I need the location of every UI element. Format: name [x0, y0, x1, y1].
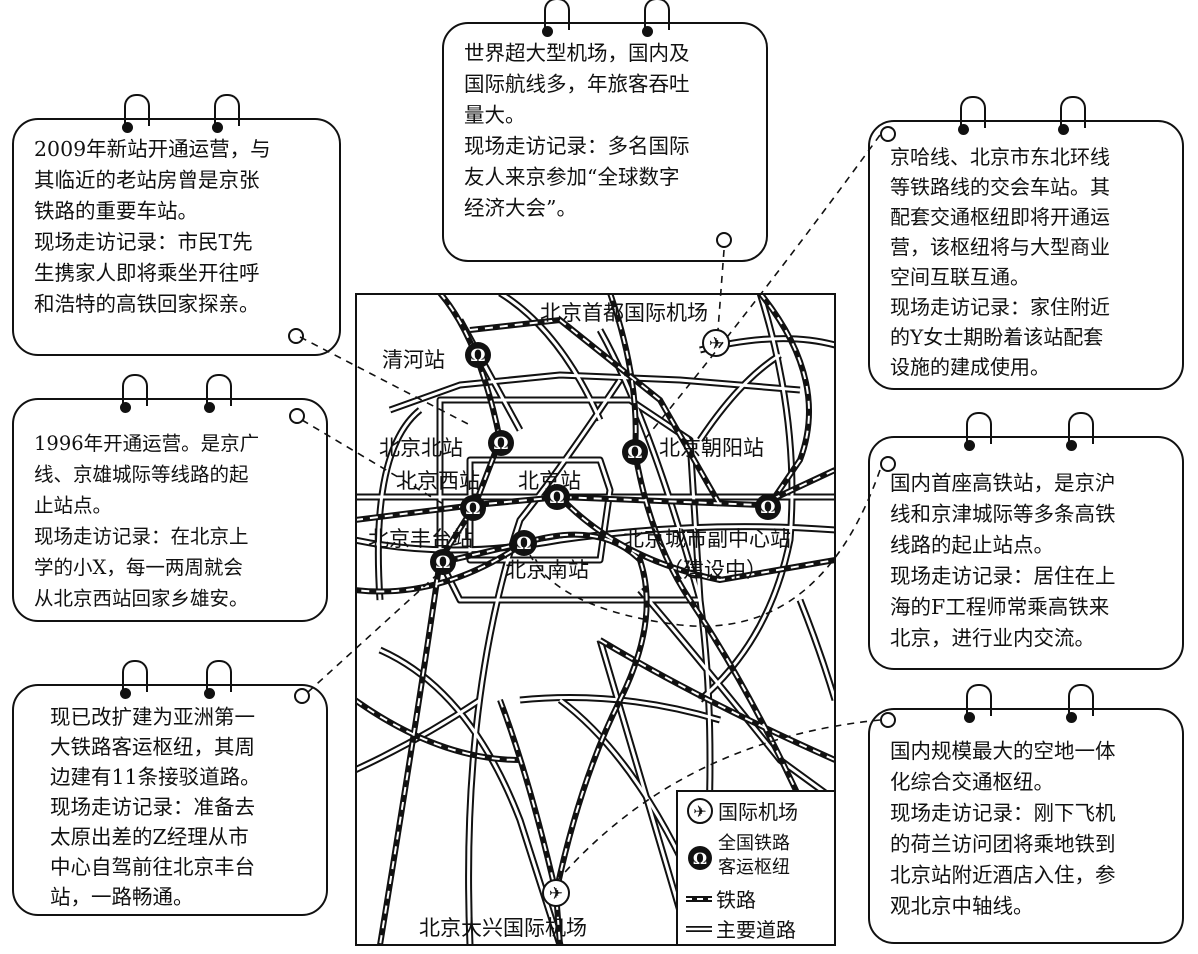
ring-dot-icon	[642, 26, 653, 37]
ring-dot-icon	[964, 712, 975, 723]
legend-road: 主要道路	[686, 914, 796, 943]
railway-line-icon	[686, 895, 712, 902]
hole-icon	[288, 328, 304, 344]
svg-text:✈: ✈	[709, 334, 723, 354]
road-line-icon	[686, 925, 712, 932]
label-subcenter-note: （建设中）	[662, 558, 767, 582]
airplane-icon: ✈	[687, 797, 713, 824]
ring-dot-icon	[1066, 440, 1077, 451]
note-text: 京哈线、北京市东北环线 等铁路线的交会车站。其 配套交通枢纽即将开通运 营，该枢…	[890, 145, 1110, 379]
svg-text:Ω: Ω	[470, 346, 485, 366]
svg-text:Ω: Ω	[627, 443, 642, 463]
svg-text:✈: ✈	[549, 884, 563, 904]
hole-icon	[294, 688, 310, 704]
label-daxing: 北京大兴国际机场	[419, 916, 587, 940]
note-text: 国内首座高铁站，是京沪 线和京津城际等多条高铁 线路的起止站点。 现场走访记录：…	[890, 471, 1116, 650]
note-text: 现已改扩建为亚洲第一 大铁路客运枢纽，其周 边建有11条接驳道路。 现场走访记录…	[50, 705, 261, 909]
ring-dot-icon	[204, 688, 215, 699]
label-beijingxi: 北京西站	[396, 469, 480, 493]
note-beijingnan-station: 国内首座高铁站，是京沪 线和京津城际等多条高铁 线路的起止站点。 现场走访记录：…	[868, 412, 1184, 670]
label-chaoyang: 北京朝阳站	[659, 436, 764, 460]
ring-dot-icon	[1066, 712, 1077, 723]
legend-airport: ✈ 国际机场	[686, 796, 798, 825]
ring-dot-icon	[1058, 124, 1069, 135]
label-capital-airport: 北京首都国际机场	[540, 301, 708, 325]
airplane-icon-daxing: ✈	[542, 879, 570, 907]
svg-text:Ω: Ω	[493, 434, 508, 454]
ring-dot-icon	[120, 402, 131, 413]
ring-dot-icon	[212, 122, 223, 133]
ring-dot-icon	[542, 26, 553, 37]
map-legend: ✈ 国际机场 Ω 全国铁路客运枢纽 铁路 主要道路	[676, 790, 836, 946]
label-fengtai: 北京丰台站	[368, 527, 473, 551]
svg-text:Ω: Ω	[435, 553, 450, 573]
railway-hub-icon-fengtai: Ω	[430, 549, 456, 575]
railway-hub-icon-beijingxi: Ω	[460, 495, 486, 521]
ring-dot-icon	[122, 122, 133, 133]
ring-dot-icon	[958, 124, 969, 135]
airplane-icon-capital: ✈	[702, 329, 730, 357]
note-capital-airport: 世界超大型机场，国内及 国际航线多，年旅客吞吐 量大。 现场走访记录：多名国际 …	[442, 0, 768, 262]
label-beijingnan: 北京南站	[505, 558, 589, 582]
hole-icon	[880, 126, 896, 142]
hole-icon	[716, 232, 732, 248]
hole-icon	[289, 408, 305, 424]
railway-hub-icon-chaoyang: Ω	[622, 439, 648, 465]
note-fengtai-station: 现已改扩建为亚洲第一 大铁路客运枢纽，其周 边建有11条接驳道路。 现场走访记录…	[12, 660, 328, 916]
svg-text:Ω: Ω	[465, 499, 480, 519]
note-text: 国内规模最大的空地一体 化综合交通枢纽。 现场走访记录：刚下飞机 的荷兰访问团将…	[890, 739, 1116, 918]
legend-railway: 铁路	[686, 884, 756, 913]
note-beijingxi-station: 1996年开通运营。是京广 线、京雄城际等线路的起 止站点。 现场走访记录：在北…	[12, 374, 328, 622]
hole-icon	[880, 712, 896, 728]
label-qinghe: 清河站	[382, 348, 445, 372]
label-subcenter: 北京城市副中心站	[623, 527, 791, 551]
note-daxing-airport: 国内规模最大的空地一体 化综合交通枢纽。 现场走访记录：刚下飞机 的荷兰访问团将…	[868, 684, 1184, 944]
label-beijing: 北京站	[518, 469, 581, 493]
ring-dot-icon	[204, 402, 215, 413]
railway-hub-icon-beijingnan: Ω	[511, 530, 537, 556]
ring-dot-icon	[120, 688, 131, 699]
note-chaoyang-station: 京哈线、北京市东北环线 等铁路线的交会车站。其 配套交通枢纽即将开通运 营，该枢…	[868, 96, 1184, 390]
railway-hub-icon: Ω	[688, 846, 712, 870]
railway-hub-icon-subcenter: Ω	[755, 494, 781, 520]
note-qinghe-station: 2009年新站开通运营，与 其临近的老站房曾是京张 铁路的重要车站。 现场走访记…	[12, 94, 341, 356]
svg-text:Ω: Ω	[760, 498, 775, 518]
road-line	[697, 352, 782, 442]
ring-dot-icon	[964, 440, 975, 451]
railway-hub-icon-qinghe: Ω	[465, 342, 491, 368]
label-beijingbei: 北京北站	[379, 436, 463, 460]
hole-icon	[880, 456, 896, 472]
legend-hub: Ω 全国铁路客运枢纽	[686, 832, 790, 880]
svg-text:✈: ✈	[693, 802, 706, 821]
svg-text:Ω: Ω	[516, 534, 531, 554]
note-text: 2009年新站开通运营，与 其临近的老站房曾是京张 铁路的重要车站。 现场走访记…	[34, 137, 271, 316]
note-text: 世界超大型机场，国内及 国际航线多，年旅客吞吐 量大。 现场走访记录：多名国际 …	[464, 41, 690, 220]
svg-text:Ω: Ω	[693, 849, 707, 868]
note-text: 1996年开通运营。是京广 线、京雄城际等线路的起 止站点。 现场走访记录：在北…	[34, 432, 260, 610]
railway-hub-icon-beijingbei: Ω	[488, 430, 514, 456]
